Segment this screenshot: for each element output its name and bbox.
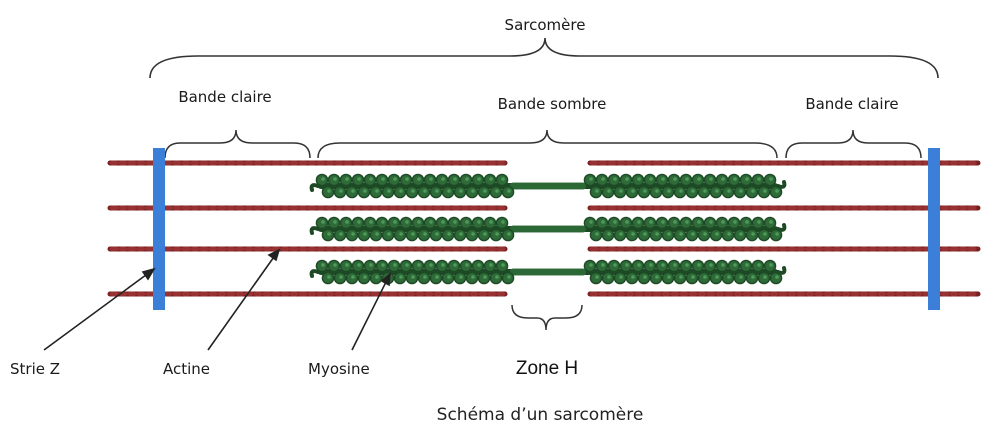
myosin-filament-2 (309, 216, 787, 242)
bande-claire-right-label: Bande claire (805, 95, 898, 113)
actin-right-2 (587, 205, 981, 211)
strie-z-label: Strie Z (10, 360, 60, 378)
z-disc-left (153, 148, 165, 310)
strie-z-arrow (43, 271, 151, 351)
actine-label: Actine (163, 360, 210, 378)
zone-h-label: Zone H (516, 358, 578, 379)
myosin-filaments (309, 173, 787, 285)
myosin-filament-1 (309, 173, 787, 199)
actin-right-3 (587, 246, 981, 252)
pointer-arrows (43, 248, 391, 351)
bande-sombre-bracket (317, 129, 778, 159)
actine-arrow (207, 253, 277, 351)
actin-right-4 (587, 291, 981, 297)
actin-left-4 (107, 291, 508, 297)
bande-claire-left-bracket (164, 129, 311, 159)
actin-right-1 (587, 160, 981, 166)
sarcomere-bracket (149, 37, 939, 79)
diagram-caption: Schéma d’un sarcomère (437, 405, 644, 425)
sarcomere-label: Sarcomère (505, 16, 586, 34)
z-disc-right (928, 148, 940, 310)
bande-claire-left-label: Bande claire (178, 88, 271, 106)
myosin-filament-3 (309, 259, 787, 285)
myosine-arrow (351, 277, 389, 351)
myosine-arrowhead (380, 272, 391, 287)
actine-arrowhead (267, 248, 281, 262)
strie-z-arrowhead (141, 267, 156, 281)
bande-claire-right-bracket (785, 129, 922, 159)
myosine-label: Myosine (308, 360, 370, 378)
zone-h-bracket (511, 304, 583, 331)
actin-left-1 (107, 160, 508, 166)
actin-left-2 (107, 205, 508, 211)
actin-left-3 (107, 246, 508, 252)
bande-sombre-label: Bande sombre (498, 95, 607, 113)
